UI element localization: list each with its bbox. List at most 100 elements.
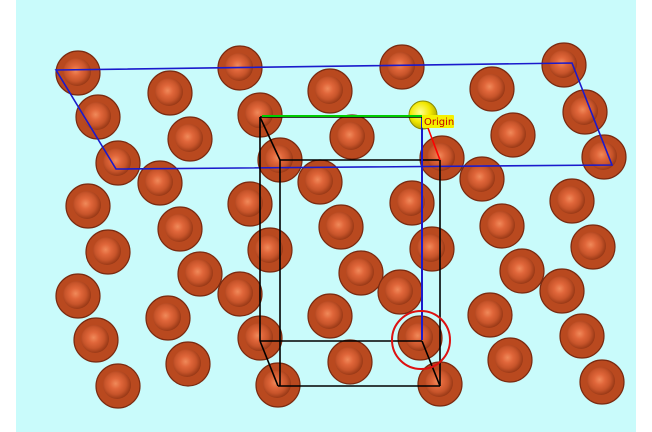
atom-core [165, 214, 193, 242]
atom[interactable] [137, 160, 183, 206]
atom[interactable] [467, 292, 513, 338]
atom-core [173, 349, 201, 377]
atom-core [507, 256, 535, 284]
selection-ring-icon [391, 310, 451, 370]
atom[interactable] [227, 181, 273, 227]
atom-core [245, 323, 273, 351]
atom-core [578, 232, 606, 260]
atom[interactable] [487, 337, 533, 383]
atom[interactable] [490, 112, 536, 158]
atom-core [385, 277, 413, 305]
atom-core [235, 189, 263, 217]
atom[interactable] [73, 317, 119, 363]
atom-core [495, 345, 523, 373]
atom-core [589, 142, 617, 170]
atom-layer [55, 42, 627, 409]
atom-core [315, 76, 343, 104]
atom-core [477, 74, 505, 102]
atom-core [567, 321, 595, 349]
atom[interactable] [469, 66, 515, 112]
atom[interactable] [157, 206, 203, 252]
atom-core [346, 258, 374, 286]
atom-core [81, 325, 109, 353]
atom-core [73, 191, 101, 219]
atom[interactable] [177, 251, 223, 297]
atom-core [557, 186, 585, 214]
atom[interactable] [165, 341, 211, 387]
atom-core [175, 124, 203, 152]
atom-core [427, 143, 455, 171]
atom[interactable] [409, 226, 455, 272]
atom[interactable] [307, 293, 353, 339]
atom[interactable] [55, 50, 101, 96]
atom[interactable] [570, 224, 616, 270]
atom[interactable] [307, 68, 353, 114]
lattice-lines-layer [54, 62, 614, 387]
atom[interactable] [389, 180, 435, 226]
atom-core [326, 212, 354, 240]
atom[interactable] [318, 204, 364, 250]
unit-cell-edge [259, 116, 281, 161]
atom-core [315, 301, 343, 329]
atom[interactable] [379, 44, 425, 90]
atom-core [337, 122, 365, 150]
atom[interactable] [397, 315, 443, 361]
origin-label: Origin [422, 115, 454, 128]
lattice-plane-outline [54, 62, 614, 170]
atom-core [103, 148, 131, 176]
atom-core [83, 102, 111, 130]
atom[interactable] [541, 42, 587, 88]
atom[interactable] [549, 178, 595, 224]
atom[interactable] [167, 116, 213, 162]
atom[interactable] [147, 70, 193, 116]
atom[interactable] [377, 269, 423, 315]
atom[interactable] [85, 229, 131, 275]
atom-core [103, 371, 131, 399]
atom[interactable] [95, 363, 141, 409]
atom[interactable] [217, 271, 263, 317]
atom-core [570, 97, 598, 125]
atom-core [549, 50, 577, 78]
atom[interactable] [237, 92, 283, 138]
atom[interactable] [419, 135, 465, 181]
atom[interactable] [459, 156, 505, 202]
atom[interactable] [297, 159, 343, 205]
atom[interactable] [329, 114, 375, 160]
atom[interactable] [539, 268, 585, 314]
atom-core [587, 367, 615, 395]
unit-cell-edge [421, 340, 441, 387]
atom[interactable] [327, 339, 373, 385]
atom-core [245, 100, 273, 128]
atom[interactable] [55, 273, 101, 319]
atom-core [405, 323, 433, 351]
atom-core [153, 303, 181, 331]
atom[interactable] [247, 227, 293, 273]
unit-cell-edge [259, 340, 279, 387]
atom-core [255, 235, 283, 263]
overlay-layer: Origin [391, 115, 454, 370]
origin-label-background [422, 115, 454, 128]
atom-core [467, 164, 495, 192]
atom-core [335, 347, 363, 375]
atom-core [63, 58, 91, 86]
atom-core [225, 279, 253, 307]
atom-core [417, 234, 445, 262]
atom-core [397, 188, 425, 216]
atom[interactable] [559, 313, 605, 359]
atom-core [487, 211, 515, 239]
origin-label-text: Origin [424, 117, 454, 128]
atom[interactable] [499, 248, 545, 294]
atom-core [93, 237, 121, 265]
atom[interactable] [579, 359, 625, 405]
atom[interactable] [479, 203, 525, 249]
atom[interactable] [581, 134, 627, 180]
atom-core [547, 276, 575, 304]
atom-core [305, 167, 333, 195]
atom[interactable] [145, 295, 191, 341]
atom[interactable] [75, 94, 121, 140]
atom[interactable] [338, 250, 384, 296]
atom-core [498, 120, 526, 148]
atom[interactable] [65, 183, 111, 229]
